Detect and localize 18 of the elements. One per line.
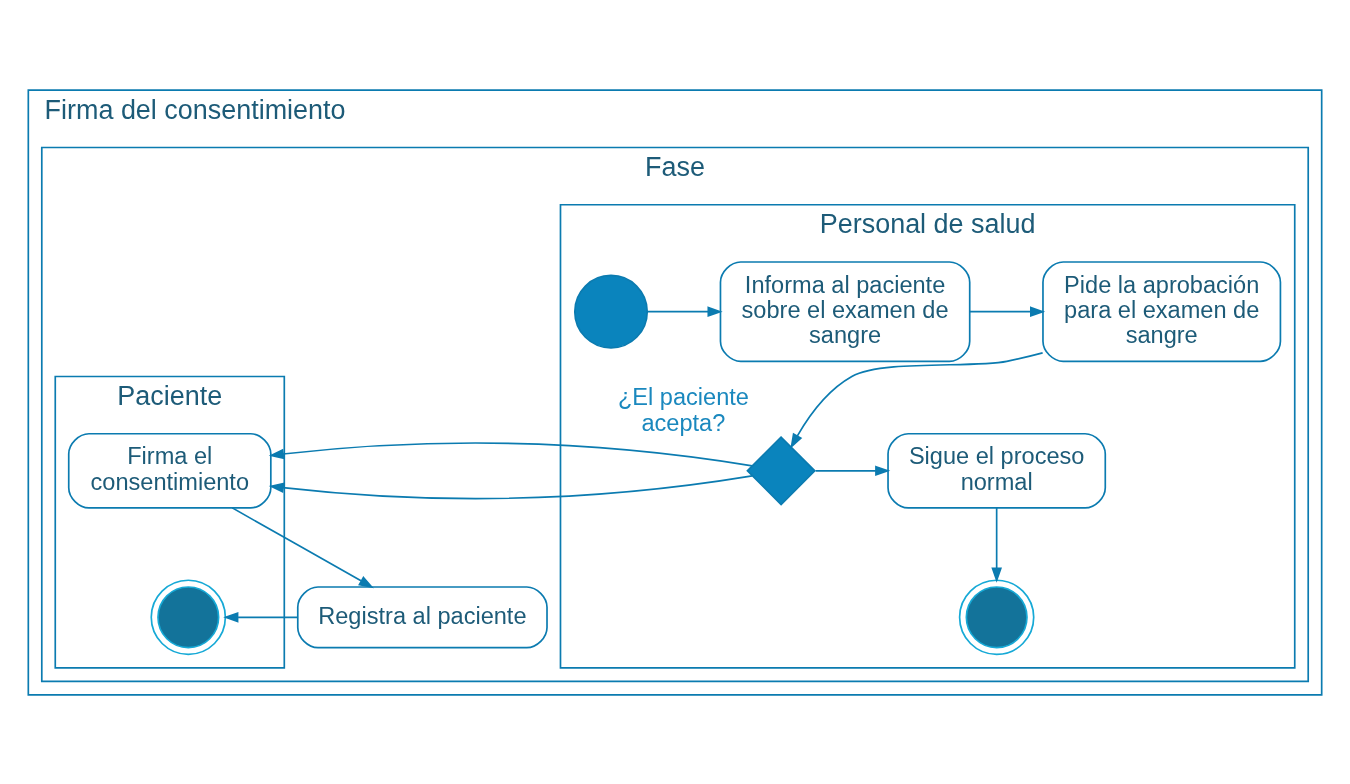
node-diamond: [746, 435, 816, 506]
arrow: [646, 305, 723, 317]
node-box: Sigue el proceso normal: [887, 432, 1107, 509]
node-box: Pide la aprobación para el examen de sangre: [1042, 260, 1282, 362]
arrow: [223, 611, 299, 623]
arrow: [790, 351, 1044, 449]
node-label: ¿El paciente acepta?: [617, 383, 749, 436]
arrow: [969, 305, 1046, 317]
arrow: [814, 465, 891, 476]
node-box: Firma el consentimiento: [67, 432, 272, 509]
node-circle: [958, 578, 1035, 655]
arrow: [231, 506, 374, 588]
arrow: [268, 441, 754, 499]
arrow: [991, 506, 1002, 583]
node-circle: [150, 578, 227, 655]
node-box: Registra al paciente: [296, 585, 548, 648]
node-circle: [573, 274, 649, 349]
node-box: Informa al paciente sobre el examen de sangre: [719, 260, 971, 362]
